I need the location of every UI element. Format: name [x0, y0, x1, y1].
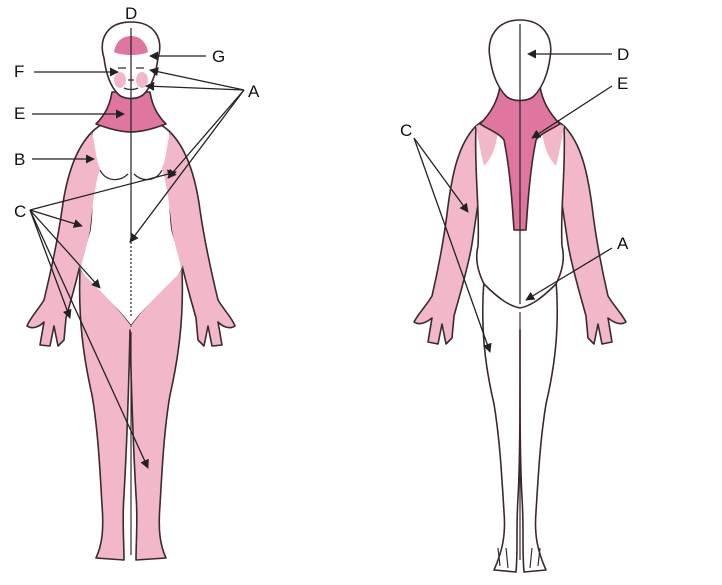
- back-label-d: D: [617, 45, 629, 64]
- back-right-arm: [556, 126, 626, 344]
- back-figure: [414, 20, 626, 572]
- front-label-a: A: [248, 82, 260, 101]
- front-label-e: E: [14, 104, 25, 123]
- front-label-d: D: [125, 4, 137, 23]
- front-label-f: F: [14, 62, 24, 81]
- front-label-b: B: [14, 150, 25, 169]
- front-label-c: C: [14, 202, 26, 221]
- back-label-c: C: [400, 121, 412, 140]
- front-label-g: G: [212, 47, 225, 66]
- front-left-cheek-zone: [114, 72, 126, 88]
- back-label-e: E: [617, 74, 628, 93]
- front-figure: [27, 22, 235, 560]
- back-label-a: A: [617, 234, 629, 253]
